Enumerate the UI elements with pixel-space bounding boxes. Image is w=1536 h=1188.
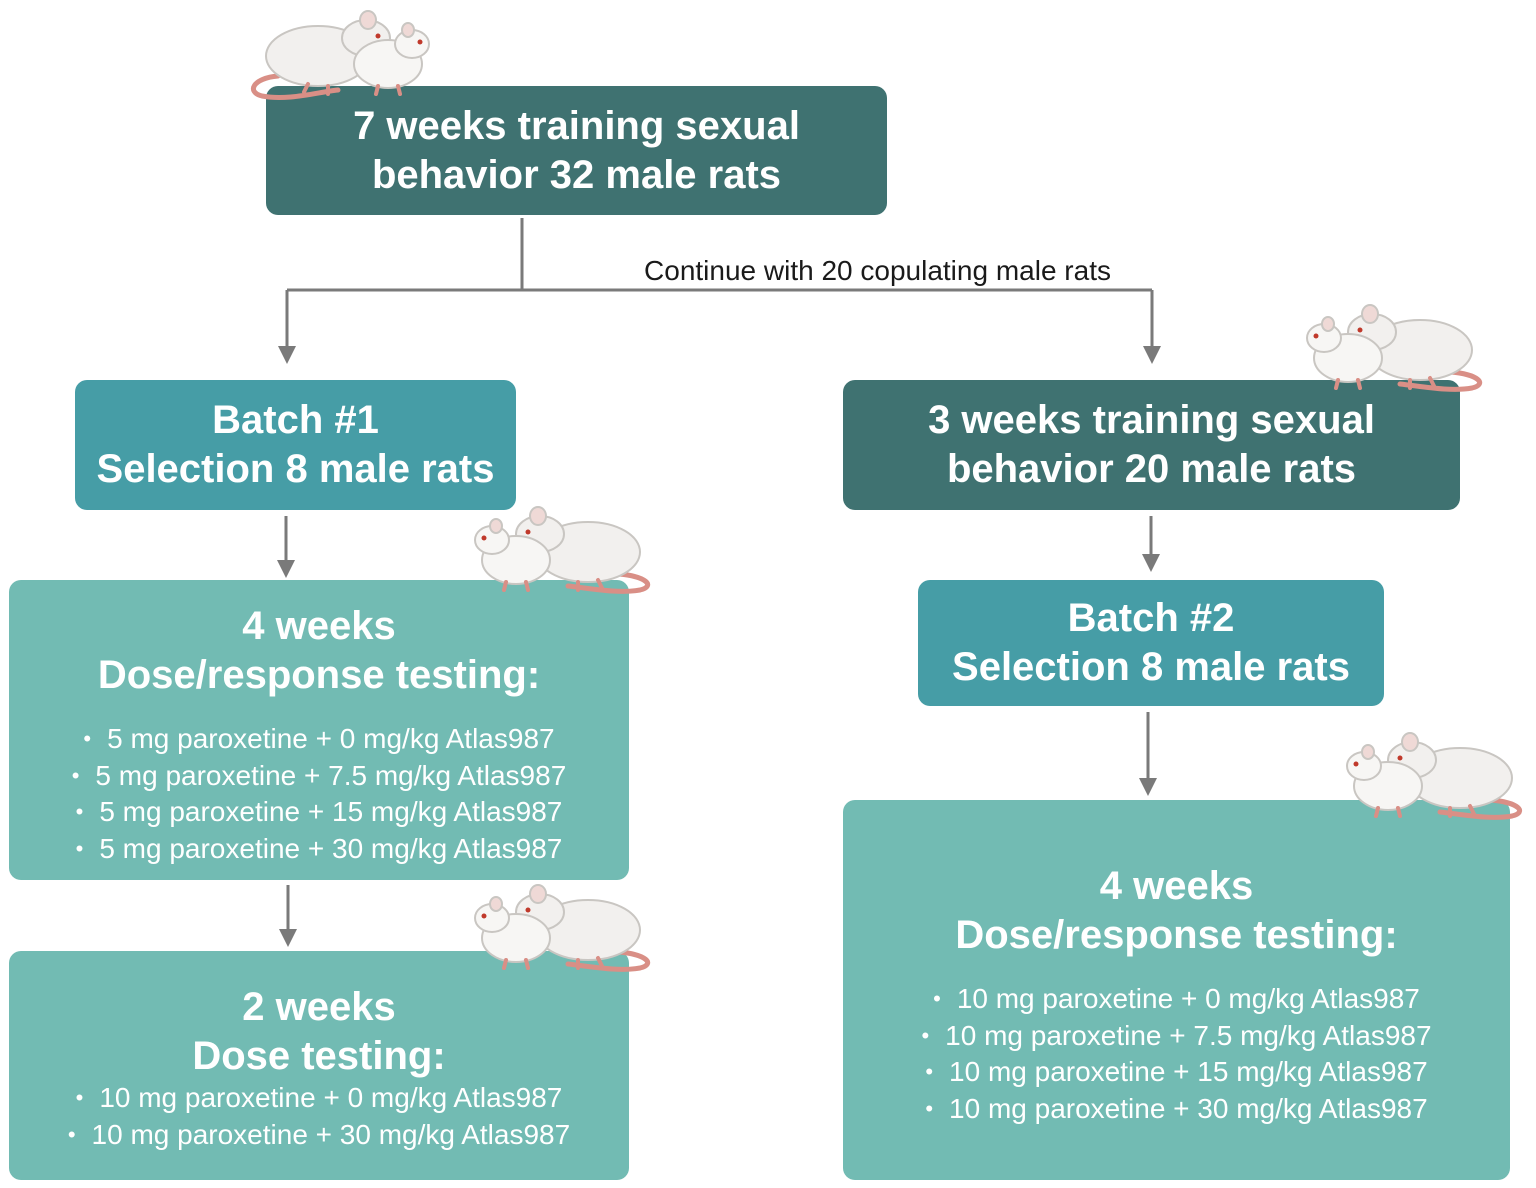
rat-pair-icon [1346,732,1522,820]
rat-pair-icon [1306,304,1482,392]
rat-pair-icon [474,506,650,594]
dose-list: 5 mg paroxetine + 0 mg/kg Atlas987 5 mg … [72,722,567,869]
node-line: 4 weeks [242,604,396,648]
arrow-to-batch2 [1142,554,1160,572]
dose-item: 10 mg paroxetine + 30 mg/kg Atlas987 [68,1118,571,1155]
node-training-3-weeks: 3 weeks training sexual behavior 20 male… [843,380,1460,510]
node-line: Selection 8 male rats [96,447,495,491]
node-batch-2: Batch #2 Selection 8 male rats [918,580,1384,706]
node-line: Batch #2 [1067,596,1235,640]
node-dose-response-batch-1: 4 weeks Dose/response testing: 5 mg paro… [9,580,629,880]
node-line: 3 weeks training sexual [928,398,1375,442]
dose-list: 10 mg paroxetine + 0 mg/kg Atlas987 10 m… [921,982,1431,1128]
rat-pair-icon [251,10,430,100]
node-line: Dose testing: [192,1034,446,1078]
dose-item: 10 mg paroxetine + 0 mg/kg Atlas987 [68,1081,570,1118]
dose-item: 10 mg paroxetine + 30 mg/kg Atlas987 [921,1092,1431,1129]
node-line: 2 weeks [242,985,396,1029]
arrow-to-retrain [1143,346,1161,364]
dose-item: 10 mg paroxetine + 0 mg/kg Atlas987 [921,982,1431,1019]
dose-item: 5 mg paroxetine + 15 mg/kg Atlas987 [72,795,567,832]
node-dose-response-batch-2: 4 weeks Dose/response testing: 10 mg par… [843,800,1510,1180]
arrow-to-dose-left [277,560,295,578]
dose-item: 5 mg paroxetine + 0 mg/kg Atlas987 [72,722,567,759]
edge-label: Continue with 20 copulating male rats [644,255,1111,286]
node-line: Dose/response testing: [97,653,541,697]
dose-list: 10 mg paroxetine + 0 mg/kg Atlas987 10 m… [68,1081,571,1155]
node-batch-1: Batch #1 Selection 8 male rats [75,380,516,510]
arrow-to-dose-right [1139,778,1157,796]
dose-item: 10 mg paroxetine + 15 mg/kg Atlas987 [921,1055,1431,1092]
node-line: Batch #1 [212,398,379,442]
node-training-7-weeks: 7 weeks training sexual behavior 32 male… [266,86,887,215]
dose-item: 5 mg paroxetine + 7.5 mg/kg Atlas987 [72,759,566,796]
node-line: Selection 8 male rats [952,645,1350,689]
arrow-to-dose-2w [279,929,297,947]
arrow-to-batch1 [278,346,296,364]
node-line: behavior 32 male rats [371,152,782,197]
dose-item: 10 mg paroxetine + 7.5 mg/kg Atlas987 [921,1019,1431,1056]
node-line: 4 weeks [1099,864,1254,908]
node-line: behavior 20 male rats [946,447,1357,491]
node-line: 7 weeks training sexual [353,103,800,148]
rat-pair-icon [474,884,650,972]
dose-item: 5 mg paroxetine + 30 mg/kg Atlas987 [72,832,567,869]
node-dose-testing-batch-1: 2 weeks Dose testing: 10 mg paroxetine +… [9,951,629,1180]
node-line: Dose/response testing: [955,913,1398,957]
